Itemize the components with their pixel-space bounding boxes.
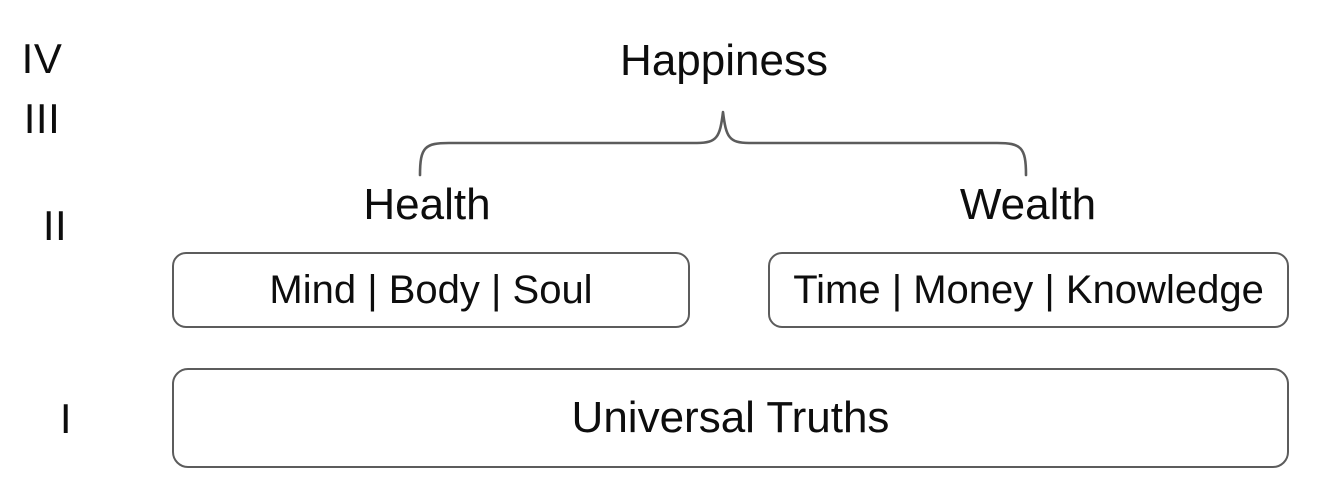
branch-label-wealth: Wealth (959, 180, 1097, 229)
node-box-foundation[interactable]: Universal Truths (172, 368, 1289, 468)
branch-label-health: Health (363, 180, 491, 229)
node-box-health-components-text: Mind | Body | Soul (269, 268, 593, 312)
curly-brace-connector (405, 103, 1035, 189)
tier-numeral-ii: II (42, 202, 68, 249)
tier-numeral-iii: III (23, 95, 61, 142)
tier-numeral-i: I (59, 395, 73, 442)
node-box-wealth-components-text: Time | Money | Knowledge (793, 268, 1264, 312)
node-box-foundation-text: Universal Truths (571, 392, 890, 442)
tier-numeral-iv: IV (21, 35, 63, 82)
root-node-label: Happiness (620, 36, 828, 85)
curly-brace-icon (418, 110, 1028, 177)
node-box-health-components[interactable]: Mind | Body | Soul (172, 252, 690, 328)
node-box-wealth-components[interactable]: Time | Money | Knowledge (768, 252, 1289, 328)
